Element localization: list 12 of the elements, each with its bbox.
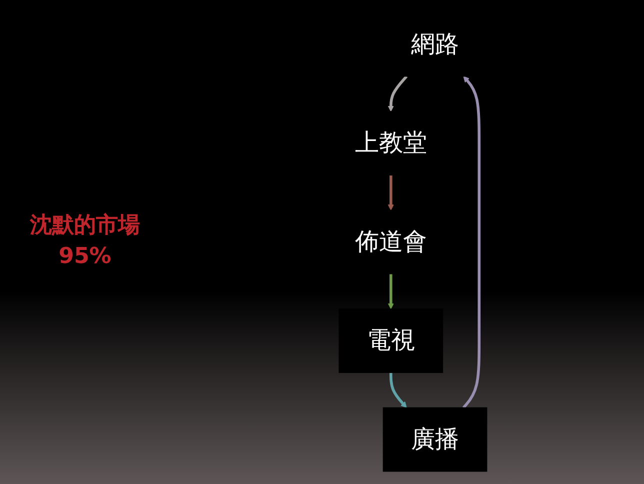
arrow [390, 372, 407, 408]
node-text: 網路 [411, 30, 459, 58]
arrow [388, 175, 394, 210]
arrow [388, 274, 394, 310]
node-text: 佈道會 [355, 228, 427, 256]
node-box: 電視 [338, 308, 444, 373]
node-text: 上教堂 [355, 128, 427, 157]
center-label: 沈默的市場 [28, 212, 141, 240]
node-box: 廣播 [382, 407, 488, 472]
arrow [462, 76, 481, 409]
center-label: 95% [58, 243, 112, 271]
arrow [388, 75, 408, 112]
